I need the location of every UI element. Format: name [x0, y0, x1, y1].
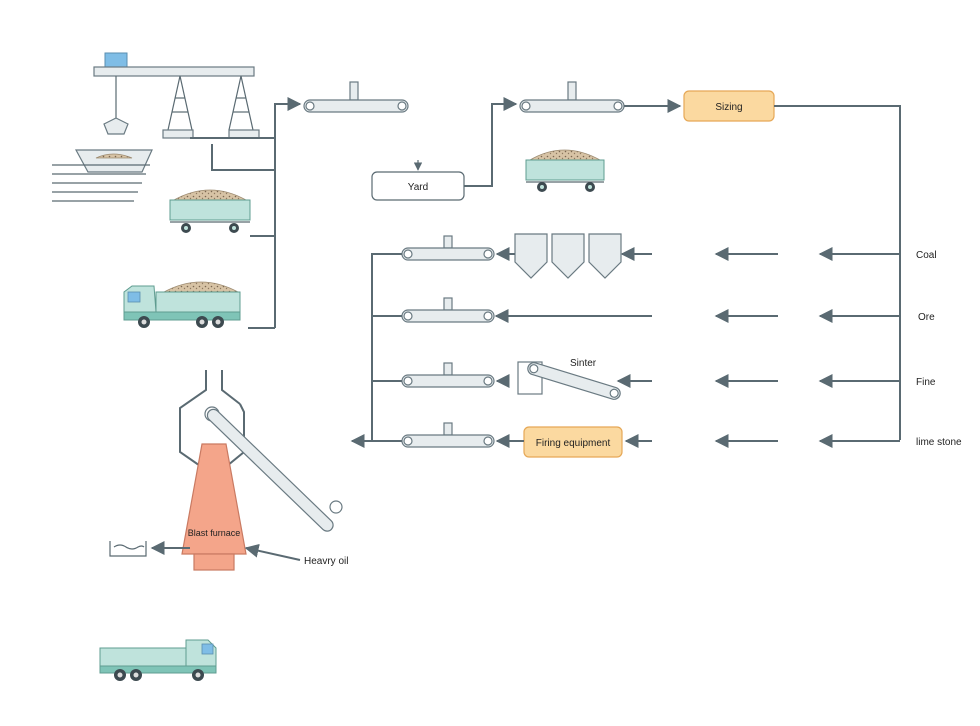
blast-furnace: Blast furnace	[180, 370, 342, 570]
sizing-trunk-line	[774, 106, 900, 440]
ore-ship	[52, 150, 152, 201]
conveyor-limestone	[402, 423, 494, 447]
ore-rail-car-left	[170, 190, 250, 233]
molten-iron-ladle	[110, 541, 146, 556]
sinter-machine: Sinter	[518, 358, 622, 401]
conveyor-ore	[402, 298, 494, 322]
ore-rail-car-right	[526, 150, 604, 192]
ore-label: Ore	[918, 312, 935, 323]
sizing-label: Sizing	[715, 102, 742, 113]
conveyor-fine	[402, 363, 494, 387]
material-line-fine: Fine	[618, 377, 936, 388]
conveyor-top-left	[304, 82, 408, 112]
fine-label: Fine	[916, 377, 936, 388]
coal-hoppers	[515, 234, 621, 278]
heavy-oil-label: Heavry oil	[304, 556, 348, 567]
coal-label: Coal	[916, 250, 937, 261]
yard-box: Yard	[372, 172, 464, 200]
dump-truck-loaded	[124, 282, 240, 328]
material-line-limestone: lime stone	[626, 437, 962, 448]
limestone-label: lime stone	[916, 437, 962, 448]
conveyor-top-right	[520, 82, 624, 112]
dump-truck-empty	[100, 640, 216, 681]
firing-equipment-box: Firing equipment	[524, 427, 622, 457]
yard-label: Yard	[408, 182, 428, 193]
sizing-box: Sizing	[684, 91, 774, 121]
blast-furnace-label: Blast furnace	[188, 528, 241, 538]
material-line-ore: Ore	[496, 312, 935, 323]
sinter-label: Sinter	[570, 358, 597, 369]
firing-label: Firing equipment	[536, 438, 611, 449]
material-line-coal: Coal	[622, 250, 937, 261]
gantry-crane	[94, 53, 259, 138]
conveyor-coal	[402, 236, 494, 260]
furnace-feed-collector	[352, 254, 402, 441]
